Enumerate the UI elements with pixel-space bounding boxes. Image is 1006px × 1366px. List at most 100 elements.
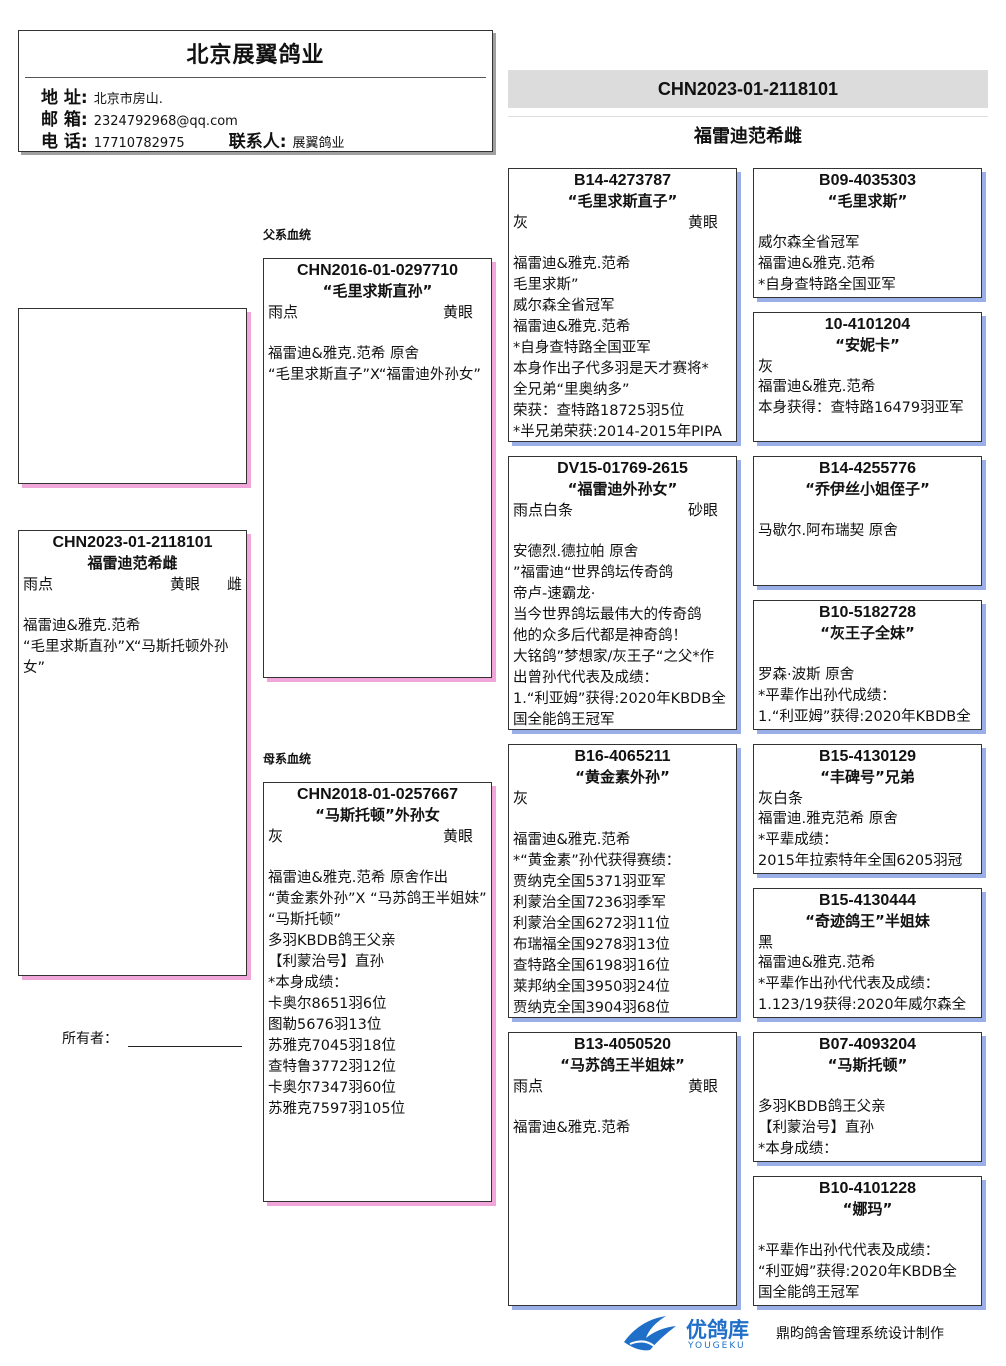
ss-ring: B14-4273787 <box>574 172 671 189</box>
desc-line: 贾纳克全国5371羽亚军 <box>513 874 666 890</box>
sss-card: B09-4035303 “毛里求斯” 威尔森全省冠军 福雷迪&雅克.范希 *自身… <box>753 168 982 298</box>
sd-name: “福雷迪外孙女” <box>567 480 678 498</box>
desc-line: “马斯托顿” <box>268 912 342 928</box>
desc-line: *平辈作出孙代成绩： <box>758 688 896 704</box>
dss-ring: B15-4130129 <box>819 748 916 765</box>
ds-card: B16-4065211 “黄金素外孙” 灰 福雷迪&雅克.范希 *“黄金素”孙代… <box>508 744 737 1018</box>
desc-line: “利亚姆”获得:2020年KBDB全 <box>758 1264 957 1280</box>
desc-line: *平辈作出孙代代表及成绩： <box>758 1243 940 1259</box>
desc-line: 利蒙治全国7236羽季军 <box>513 895 666 911</box>
subject-desc: 福雷迪&雅克.范希 “毛里求斯直孙”X“马斯托顿外孙女” <box>19 616 246 679</box>
desc-line: 查特鲁3772羽12位 <box>268 1059 396 1075</box>
desc-line: 福雷迪&雅克.范希 <box>758 256 876 272</box>
desc-line: 【利蒙治号】直孙 <box>268 954 384 970</box>
subject-attrs: 雨点 黄眼 雌 <box>19 574 246 595</box>
sds-desc: 马歇尔.阿布瑞契 原舍 <box>754 521 981 542</box>
subject-ring: CHN2023-01-2118101 <box>52 534 213 551</box>
desc-line: 当今世界鸽坛最伟大的传奇鸽 <box>513 607 702 623</box>
desc-line: “黄金素外孙”X “马苏鸽王半姐妹” <box>268 891 487 907</box>
dd-card: B13-4050520 “马苏鸽王半姐妹” 雨点 黄眼 福雷迪&雅克.范希 <box>508 1032 737 1306</box>
ds-desc: 福雷迪&雅克.范希 *“黄金素”孙代获得赛绩： 贾纳克全国5371羽亚军 利蒙治… <box>509 830 736 1017</box>
desc-line: 贾纳克全国3904羽68位 <box>513 1000 670 1016</box>
email-label: 邮 箱: <box>41 110 88 130</box>
desc-line: 福雷迪&雅克.范希 <box>23 618 141 634</box>
sd-desc: 安德烈.德拉帕 原舍 ”福雷迪“世界鸽坛传奇鸽 帝卢-速霸龙· 当今世界鸽坛最伟… <box>509 542 736 729</box>
dds-name: “马斯托顿” <box>827 1056 908 1074</box>
phone-value[interactable]: 17710782975 <box>93 136 185 151</box>
desc-line: *自身查特路全国亚军 <box>758 277 896 293</box>
desc-line: “毛里求斯直子”X“福雷迪外孙女” <box>268 367 481 383</box>
ds-color: 灰 <box>513 789 529 807</box>
ssd-name: “安妮卡” <box>835 336 900 354</box>
dds-ring: B07-4093204 <box>819 1036 916 1053</box>
header-divider <box>25 77 486 78</box>
ds-name: “黄金素外孙” <box>575 768 670 786</box>
ssd-attrs: 灰 <box>754 356 981 377</box>
dam-color: 灰 <box>268 827 284 845</box>
dam-name: “马斯托顿”外孙女 <box>315 806 440 824</box>
address-value: 北京市房山. <box>93 92 163 107</box>
dam-eye: 黄眼 <box>442 827 473 845</box>
sdd-name: “灰王子全妹” <box>820 624 915 642</box>
sire-ring: CHN2016-01-0297710 <box>297 262 458 279</box>
sds-card: B14-4255776 “乔伊丝小姐侄子” 马歇尔.阿布瑞契 原舍 <box>753 456 982 586</box>
subject-sex: 雌 <box>226 575 242 593</box>
dss-card: B15-4130129 “丰碑号”兄弟 灰白条 福雷迪.雅克范希 原舍 *平辈成… <box>753 744 982 874</box>
email-value[interactable]: 2324792968@qq.com <box>93 114 238 129</box>
desc-line: 福雷迪.雅克范希 原舍 <box>758 811 898 827</box>
ddd-ring: B10-4101228 <box>819 1180 916 1197</box>
dam-desc: 福雷迪&雅克.范希 原舍作出 “黄金素外孙”X “马苏鸽王半姐妹” “马斯托顿”… <box>264 868 491 1120</box>
desc-line: *“黄金素”孙代获得赛绩： <box>513 853 681 869</box>
desc-line: *本身成绩： <box>758 1141 838 1157</box>
ds-attrs: 灰 <box>509 788 736 809</box>
desc-line: *平辈作出孙代代表及成绩： <box>758 976 940 992</box>
subject-eye: 黄眼 <box>170 575 201 593</box>
desc-line: ”福雷迪“世界鸽坛传奇鸽 <box>513 565 674 581</box>
desc-line: 出曾孙代代表及成绩： <box>513 670 658 686</box>
dsd-card: B15-4130444 “奇迹鸽王”半姐妹 黑 福雷迪&雅克.范希 *平辈作出孙… <box>753 888 982 1018</box>
sds-name: “乔伊丝小姐侄子” <box>805 480 930 498</box>
dd-eye: 黄眼 <box>687 1077 718 1095</box>
dd-attrs: 雨点 黄眼 <box>509 1076 736 1097</box>
sd-ring: DV15-01769-2615 <box>557 460 688 477</box>
ss-desc: 福雷迪&雅克.范希 毛里求斯” 威尔森全省冠军 福雷迪&雅克.范希 *自身查特路… <box>509 254 736 441</box>
ddd-desc: *平辈作出孙代代表及成绩： “利亚姆”获得:2020年KBDB全 国全能鸽王冠军 <box>754 1241 981 1304</box>
sd-eye: 砂眼 <box>687 501 718 519</box>
dam-line-label: 母系血统 <box>263 752 312 766</box>
desc-line: 帝卢-速霸龙· <box>513 586 596 602</box>
sds-ring: B14-4255776 <box>819 460 916 477</box>
brand-name: 优鸽库 <box>686 1318 749 1342</box>
subject-color: 雨点 <box>23 575 54 593</box>
address-label: 地 址: <box>41 88 88 108</box>
desc-line: 布瑞福全国9278羽13位 <box>513 937 670 953</box>
top-bird-name: 福雷迪范希雌 <box>694 126 802 147</box>
desc-line: 福雷迪&雅克.范希 <box>513 832 631 848</box>
sire-line-label: 父系血统 <box>263 228 312 242</box>
desc-line: 多羽KBDB鸽王父亲 <box>758 1099 886 1115</box>
desc-line: 1.“利亚姆”获得:2020年KBDB全 <box>513 691 726 707</box>
desc-line: 卡奥尔8651羽6位 <box>268 996 387 1012</box>
sd-card: DV15-01769-2615 “福雷迪外孙女” 雨点白条 砂眼 安德烈.德拉帕… <box>508 456 737 730</box>
bird-logo-icon <box>624 1316 676 1351</box>
phone-label: 电 话: <box>41 132 88 152</box>
sire-desc: 福雷迪&雅克.范希 原舍 “毛里求斯直子”X“福雷迪外孙女” <box>264 344 491 386</box>
photo-frame <box>18 308 247 484</box>
desc-line: *本身成绩： <box>268 975 348 991</box>
desc-line: 本身获得：查特路16479羽亚军 <box>758 400 964 416</box>
dam-attrs: 灰 黄眼 <box>264 826 491 847</box>
subject-card: CHN2023-01-2118101 福雷迪范希雌 雨点 黄眼 雌 福雷迪&雅克… <box>18 530 247 976</box>
contact-label: 联系人: <box>228 132 287 152</box>
desc-line: *自身查特路全国亚军 <box>513 340 651 356</box>
brand-sub: YOUGEKU <box>688 1341 746 1351</box>
sire-name: “毛里求斯直孙” <box>322 282 433 300</box>
sire-card: CHN2016-01-0297710 “毛里求斯直孙” 雨点 黄眼 福雷迪&雅克… <box>263 258 492 678</box>
sire-eye: 黄眼 <box>442 303 473 321</box>
desc-line: 大铭鸽”梦想家/灰王子“之父*作 <box>513 649 715 665</box>
dam-card: CHN2018-01-0257667 “马斯托顿”外孙女 灰 黄眼 福雷迪&雅克… <box>263 782 492 1202</box>
sdd-desc: 罗森·波斯 原舍 *平辈作出孙代成绩： 1.“利亚姆”获得:2020年KBDB全 <box>754 665 981 728</box>
top-ring-bar: CHN2023-01-2118101 <box>508 70 988 108</box>
dds-card: B07-4093204 “马斯托顿” 多羽KBDB鸽王父亲 【利蒙治号】直孙 *… <box>753 1032 982 1162</box>
dsd-attrs: 黑 <box>754 932 981 953</box>
ss-attrs: 灰 黄眼 <box>509 212 736 233</box>
